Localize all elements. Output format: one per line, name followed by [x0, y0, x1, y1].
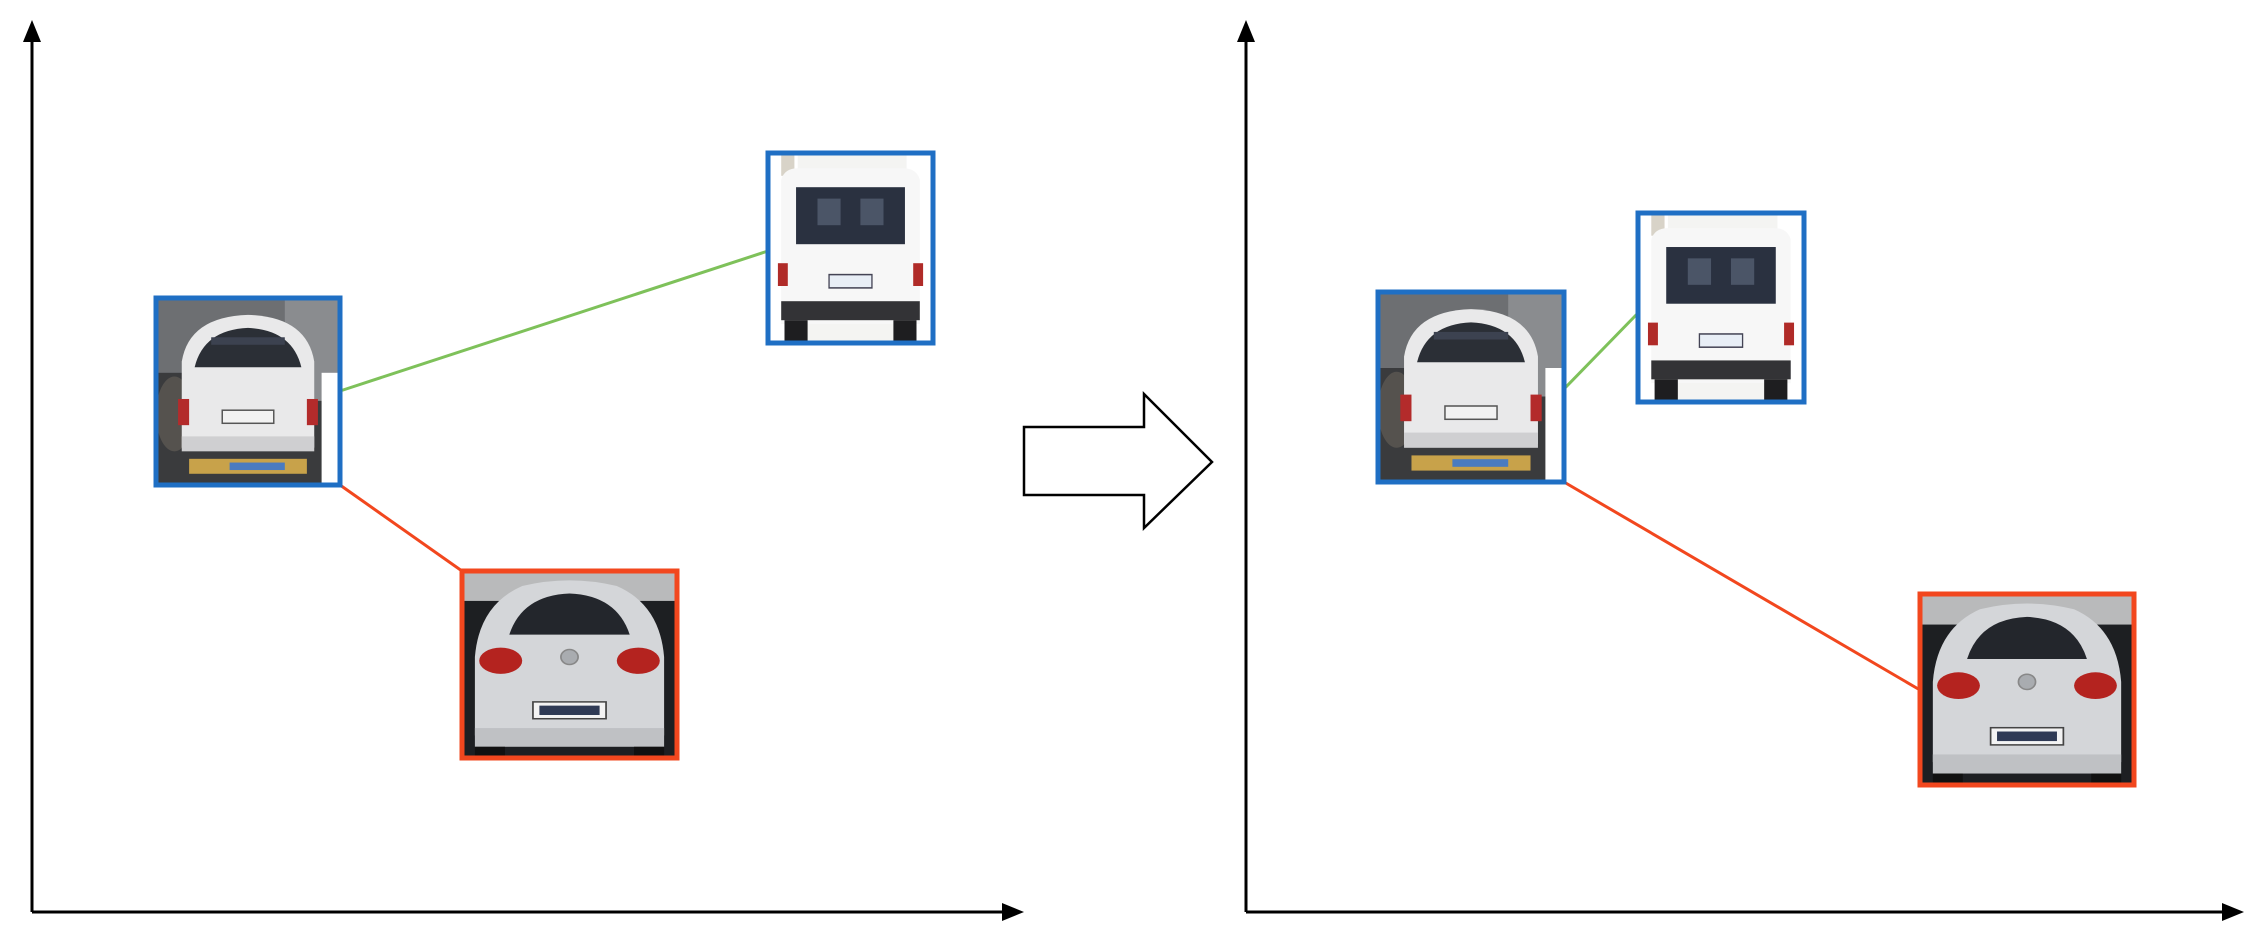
- y-axis-right: [1237, 20, 1255, 912]
- positive-link-after: [1562, 311, 1640, 391]
- silver-hatchback-rear-photo-icon: [1920, 594, 2134, 785]
- positive-sample-after: [1635, 210, 1807, 405]
- y-axis-left: [23, 20, 41, 912]
- white-van-rear-photo-icon: [768, 153, 933, 343]
- right-arrow-icon: [1022, 390, 1214, 531]
- white-hatchback-rear-photo-icon: [1378, 292, 1564, 482]
- positive-sample-before: [765, 150, 936, 346]
- negative-link-before: [339, 483, 463, 573]
- negative-sample-before: [459, 568, 680, 761]
- panel-before: [23, 20, 1024, 921]
- panel-after: [1237, 20, 2244, 921]
- anchor-sample-before: [153, 295, 343, 488]
- negative-sample-after: [1917, 591, 2137, 788]
- negative-link-after: [1563, 480, 1921, 692]
- silver-hatchback-rear-photo-icon: [462, 571, 677, 758]
- white-hatchback-rear-photo-icon: [156, 298, 340, 485]
- x-axis-left: [32, 903, 1024, 921]
- x-axis-right: [1246, 903, 2244, 921]
- anchor-sample-after: [1375, 289, 1567, 485]
- positive-link-before: [339, 249, 769, 393]
- white-van-rear-photo-icon: [1638, 213, 1804, 402]
